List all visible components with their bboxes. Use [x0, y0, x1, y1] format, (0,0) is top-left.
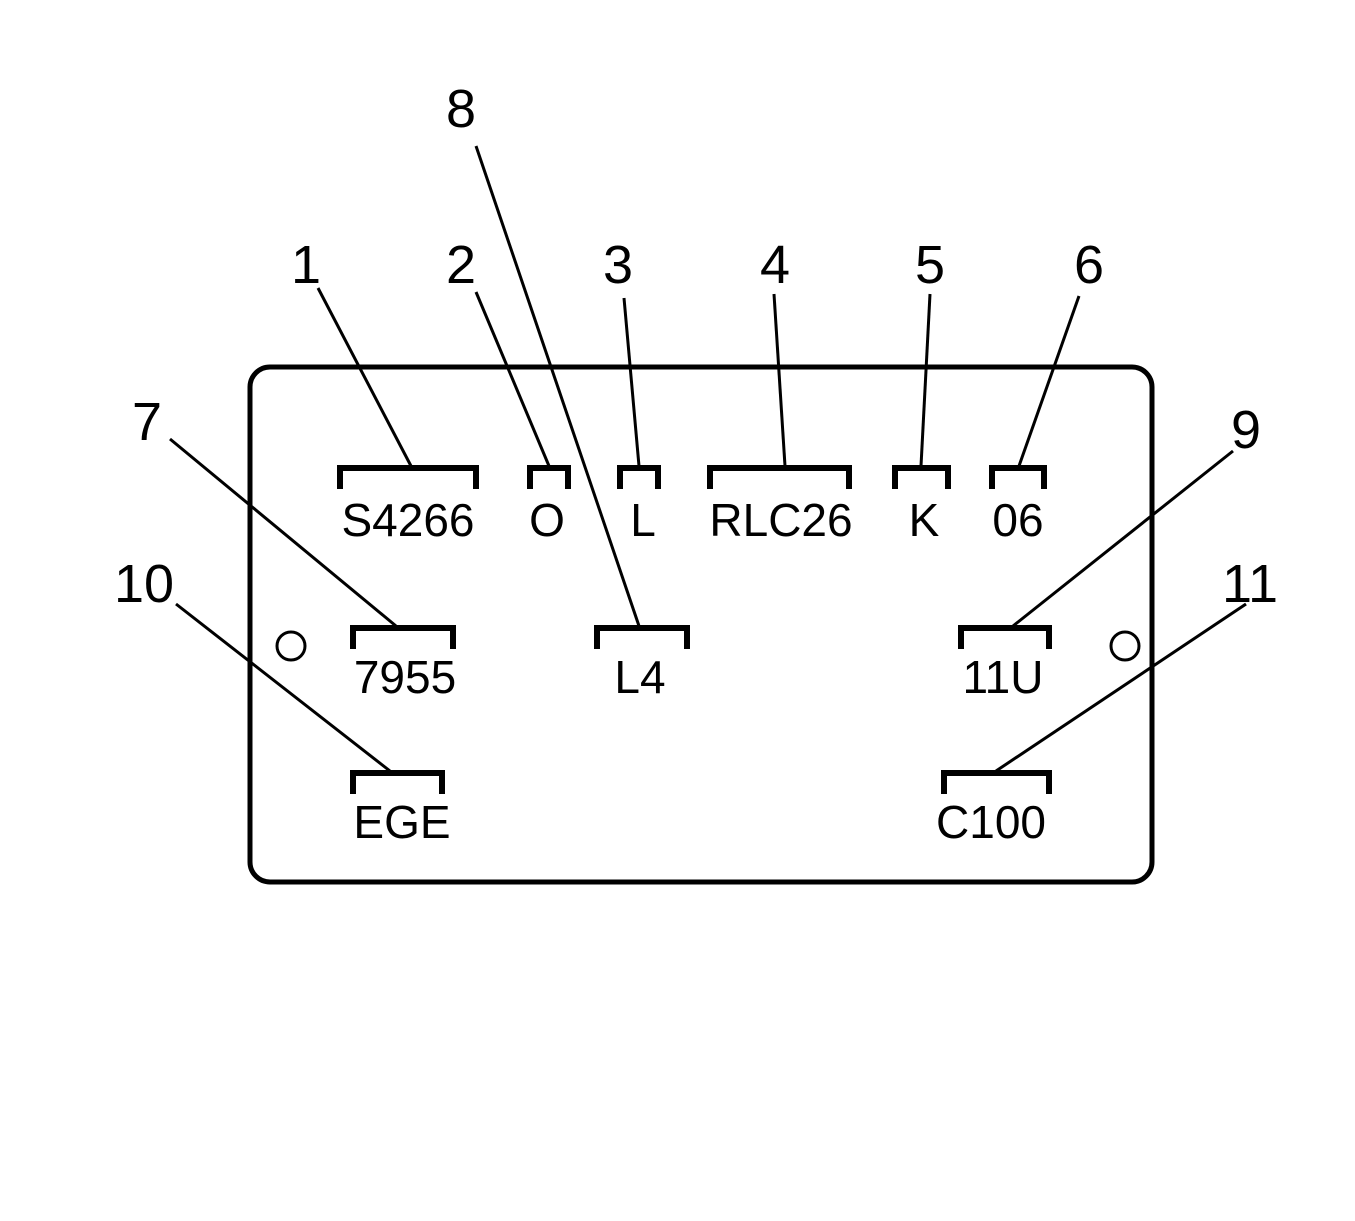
field-brackets: [337, 465, 1052, 794]
field-text: K: [909, 494, 940, 546]
bracket-06: [989, 465, 1047, 489]
bracket-11u: [958, 625, 1052, 649]
leader-10: [175, 602, 391, 773]
callout-number: 4: [760, 235, 790, 295]
bracket-s4266: [337, 465, 479, 489]
bracket-c100: [941, 770, 1052, 794]
callout-numbers: 1 2 3 4 5 6 7 8 9 10 11: [114, 79, 1278, 614]
callout-number: 11: [1222, 554, 1278, 614]
bracket-l: [617, 465, 661, 489]
callout-number: 1: [291, 235, 321, 295]
callout-number: 10: [114, 554, 174, 614]
leader-8: [474, 145, 641, 627]
bracket-ege: [350, 770, 445, 794]
leader-3: [622, 297, 641, 467]
leader-6: [1017, 295, 1081, 467]
field-text: 7955: [354, 651, 456, 703]
callout-number: 8: [446, 79, 476, 139]
bracket-rlc26: [707, 465, 852, 489]
leader-lines: [169, 145, 1247, 773]
field-texts: S4266 O L RLC26 K 06 7955 L4 11U EGE C10…: [341, 494, 1045, 848]
field-text: O: [529, 494, 565, 546]
right-mounting-hole: [1109, 630, 1141, 662]
field-text: C100: [936, 796, 1046, 848]
callout-number: 9: [1231, 400, 1261, 460]
field-text: L4: [614, 651, 665, 703]
bracket-k: [892, 465, 951, 489]
leader-9: [1012, 449, 1234, 628]
callout-number: 3: [603, 235, 633, 295]
field-text: EGE: [353, 796, 450, 848]
callout-number: 7: [132, 392, 162, 452]
callout-number: 2: [446, 235, 476, 295]
field-text: 06: [992, 494, 1043, 546]
bracket-l4: [594, 625, 690, 649]
leader-5: [919, 293, 932, 467]
field-text: S4266: [341, 494, 474, 546]
leader-2: [474, 291, 551, 467]
field-text: RLC26: [709, 494, 852, 546]
bracket-7955: [350, 625, 456, 649]
leader-7: [169, 437, 397, 628]
bracket-o: [527, 465, 571, 489]
left-mounting-hole: [275, 630, 307, 662]
label-plate: [247, 364, 1155, 885]
leader-1: [316, 287, 413, 467]
leader-4: [772, 293, 787, 467]
callout-number: 5: [915, 235, 945, 295]
leader-11: [995, 602, 1247, 773]
field-text: L: [630, 494, 656, 546]
callout-number: 6: [1074, 235, 1104, 295]
field-text: 11U: [963, 651, 1044, 703]
